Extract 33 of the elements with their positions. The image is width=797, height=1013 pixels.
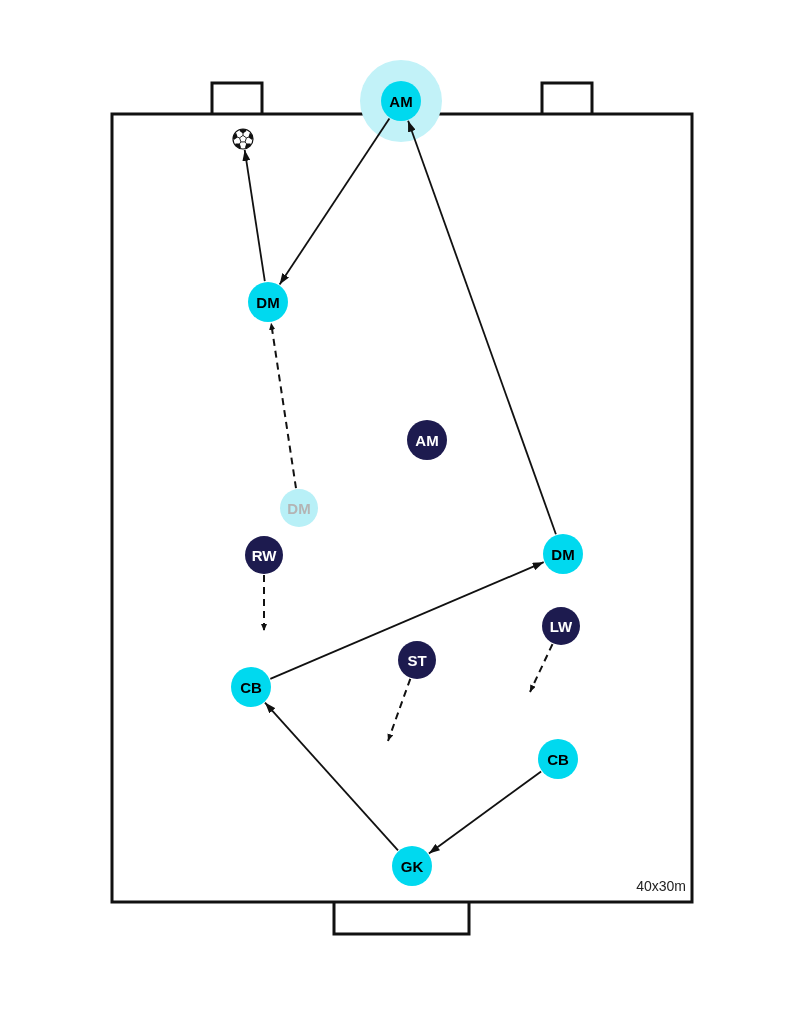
position-label: CB (240, 679, 262, 695)
position-label: DM (287, 500, 311, 516)
position-label: ST (407, 652, 427, 668)
dashed-run-arrow (261, 574, 267, 632)
position-label: GK (400, 858, 424, 874)
pass-arrow (428, 770, 542, 855)
player-marker (542, 607, 580, 645)
dashed-run-arrow (529, 643, 554, 693)
player-marker (543, 534, 583, 574)
player-marker (398, 641, 436, 679)
position-label: AM (415, 432, 439, 448)
position-label: AM (389, 93, 413, 109)
player-marker (407, 420, 447, 460)
dashed-run-arrow (269, 321, 297, 490)
player-marker (231, 667, 271, 707)
player-marker (538, 739, 578, 779)
soccer-ball-icon (232, 128, 254, 150)
position-label: DM (256, 294, 280, 310)
player-marker (280, 489, 318, 527)
position-label: LW (549, 618, 573, 634)
position-label: RW (251, 547, 277, 563)
pass-arrow (407, 119, 557, 536)
player-marker (392, 846, 432, 886)
pass-arrow (242, 149, 266, 283)
player-marker (248, 282, 288, 322)
pass-arrow (278, 117, 391, 286)
pitch-size-label: 40x30m (636, 879, 686, 893)
player-marker (245, 536, 283, 574)
dashed-run-arrow (387, 677, 412, 742)
position-label: CB (547, 751, 569, 767)
position-label: DM (551, 546, 575, 562)
pass-arrow (269, 561, 545, 680)
pass-arrow (264, 701, 399, 852)
